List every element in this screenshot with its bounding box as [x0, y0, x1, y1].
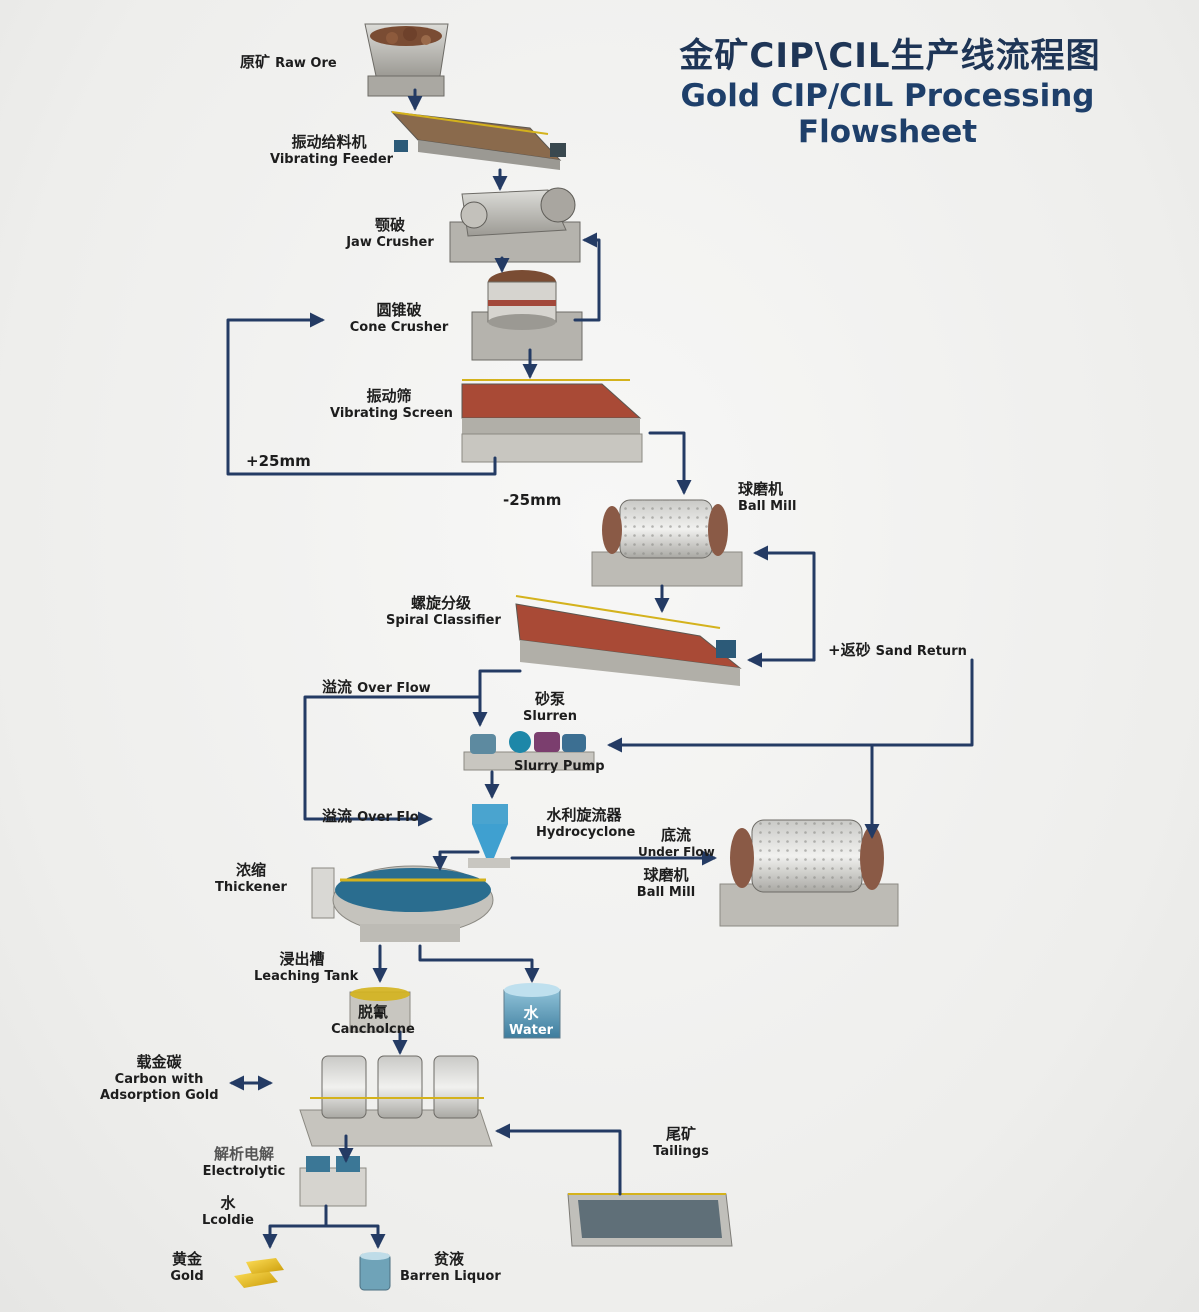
ball-mill-1-machine [591, 499, 743, 587]
barren-liquor-beaker [359, 1252, 391, 1291]
arrow-classifier-overflow [472, 669, 522, 727]
label-plus25: +25mm [246, 452, 311, 470]
raw-ore-hopper [364, 23, 449, 97]
arrow-overflow-loop [303, 695, 482, 827]
hydrocyclone-machine [468, 804, 510, 868]
arrow-split-gold [262, 1204, 328, 1249]
arrow-split-liquor [324, 1224, 386, 1249]
tailings-pond [567, 1193, 733, 1247]
water-tank [503, 983, 561, 1039]
label-minus25: -25mm [503, 491, 562, 509]
flow-arrows [226, 88, 974, 1249]
label-overflow-2: 溢流 Over Flo [322, 807, 419, 825]
arrow-thickener-to-water [418, 944, 540, 983]
electrolytic-cell [299, 1156, 367, 1207]
arrow-screen-to-mill [648, 431, 692, 495]
spiral-classifier-machine [515, 595, 742, 686]
arrow-cone-return [573, 232, 601, 322]
label-raw-ore: 原矿 Raw Ore [240, 53, 337, 71]
title-chinese: 金矿CIP\CIL生产线流程图 [679, 36, 1101, 76]
ball-mill-2-machine [719, 819, 899, 927]
label-slurry-pump: Slurry Pump [514, 759, 605, 774]
vibrating-screen-machine [461, 379, 643, 463]
thickener-machine [311, 865, 494, 942]
slurry-pump-machine [463, 731, 595, 771]
carbon-adsorption-tanks [299, 1055, 493, 1147]
arrow-sand-return [607, 658, 974, 753]
arrow-sand-return-up [753, 545, 816, 662]
arrow-cyclone-to-thickener [432, 850, 480, 871]
jaw-crusher-machine [449, 187, 581, 263]
label-sand-return: +返砂 Sand Return [828, 641, 967, 659]
arrow-plus25-loop [226, 312, 497, 476]
detox-tank [349, 987, 411, 1033]
label-overflow-1: 溢流 Over Flow [322, 678, 431, 696]
cone-crusher-machine [471, 270, 583, 361]
gold-bars [234, 1258, 284, 1288]
title-english: Gold CIP/CIL Processing Flowsheet [680, 78, 1095, 150]
arrow-tailings [495, 1123, 622, 1196]
vibrating-feeder-machine [390, 111, 566, 170]
